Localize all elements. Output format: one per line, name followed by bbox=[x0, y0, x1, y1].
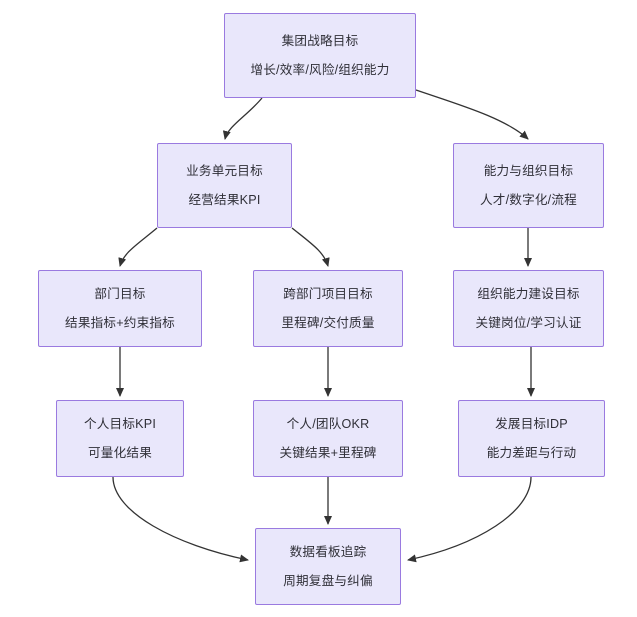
node-group-strategy-subtitle: 增长/效率/风险/组织能力 bbox=[250, 62, 390, 77]
node-individual-kpi[interactable]: 个人目标KPI 可量化结果 bbox=[56, 400, 184, 477]
edge-business-unit-to-cross-dept-project bbox=[291, 227, 330, 267]
node-cross-dept-project[interactable]: 跨部门项目目标 里程碑/交付质量 bbox=[253, 270, 403, 347]
node-group-strategy-title: 集团战略目标 bbox=[281, 34, 359, 49]
node-team-okr-subtitle: 关键结果+里程碑 bbox=[279, 445, 377, 460]
edge-development-idp-to-dashboard-tracking bbox=[407, 476, 532, 563]
node-dashboard-tracking-title: 数据看板追踪 bbox=[289, 545, 367, 560]
node-team-okr-title: 个人/团队OKR bbox=[286, 417, 370, 432]
node-business-unit-subtitle: 经营结果KPI bbox=[188, 192, 261, 207]
edge-group-strategy-to-business-unit bbox=[222, 97, 263, 140]
node-group-strategy[interactable]: 集团战略目标 增长/效率/风险/组织能力 bbox=[224, 13, 416, 98]
node-business-unit[interactable]: 业务单元目标 经营结果KPI bbox=[157, 143, 292, 228]
node-development-idp-subtitle: 能力差距与行动 bbox=[486, 445, 577, 460]
node-development-idp[interactable]: 发展目标IDP 能力差距与行动 bbox=[458, 400, 605, 477]
node-department[interactable]: 部门目标 结果指标+约束指标 bbox=[38, 270, 202, 347]
node-individual-kpi-subtitle: 可量化结果 bbox=[88, 445, 152, 460]
node-business-unit-title: 业务单元目标 bbox=[186, 164, 263, 179]
node-org-capability-build-subtitle: 关键岗位/学习认证 bbox=[475, 315, 582, 330]
edge-individual-kpi-to-dashboard-tracking bbox=[112, 476, 249, 563]
node-cross-dept-project-title: 跨部门项目目标 bbox=[283, 287, 373, 302]
edge-group-strategy-to-capability-org bbox=[415, 89, 529, 140]
node-department-subtitle: 结果指标+约束指标 bbox=[65, 315, 175, 330]
node-org-capability-build[interactable]: 组织能力建设目标 关键岗位/学习认证 bbox=[453, 270, 604, 347]
node-capability-org-title: 能力与组织目标 bbox=[483, 164, 574, 179]
node-team-okr[interactable]: 个人/团队OKR 关键结果+里程碑 bbox=[253, 400, 403, 477]
node-cross-dept-project-subtitle: 里程碑/交付质量 bbox=[281, 315, 375, 330]
node-capability-org[interactable]: 能力与组织目标 人才/数字化/流程 bbox=[453, 143, 604, 228]
node-department-title: 部门目标 bbox=[94, 287, 146, 302]
node-dashboard-tracking[interactable]: 数据看板追踪 周期复盘与纠偏 bbox=[255, 528, 401, 605]
node-capability-org-subtitle: 人才/数字化/流程 bbox=[480, 192, 577, 207]
node-org-capability-build-title: 组织能力建设目标 bbox=[477, 287, 580, 302]
node-development-idp-title: 发展目标IDP bbox=[495, 417, 568, 432]
node-individual-kpi-title: 个人目标KPI bbox=[83, 417, 157, 432]
node-dashboard-tracking-subtitle: 周期复盘与纠偏 bbox=[283, 573, 373, 588]
edge-business-unit-to-department bbox=[118, 227, 158, 267]
